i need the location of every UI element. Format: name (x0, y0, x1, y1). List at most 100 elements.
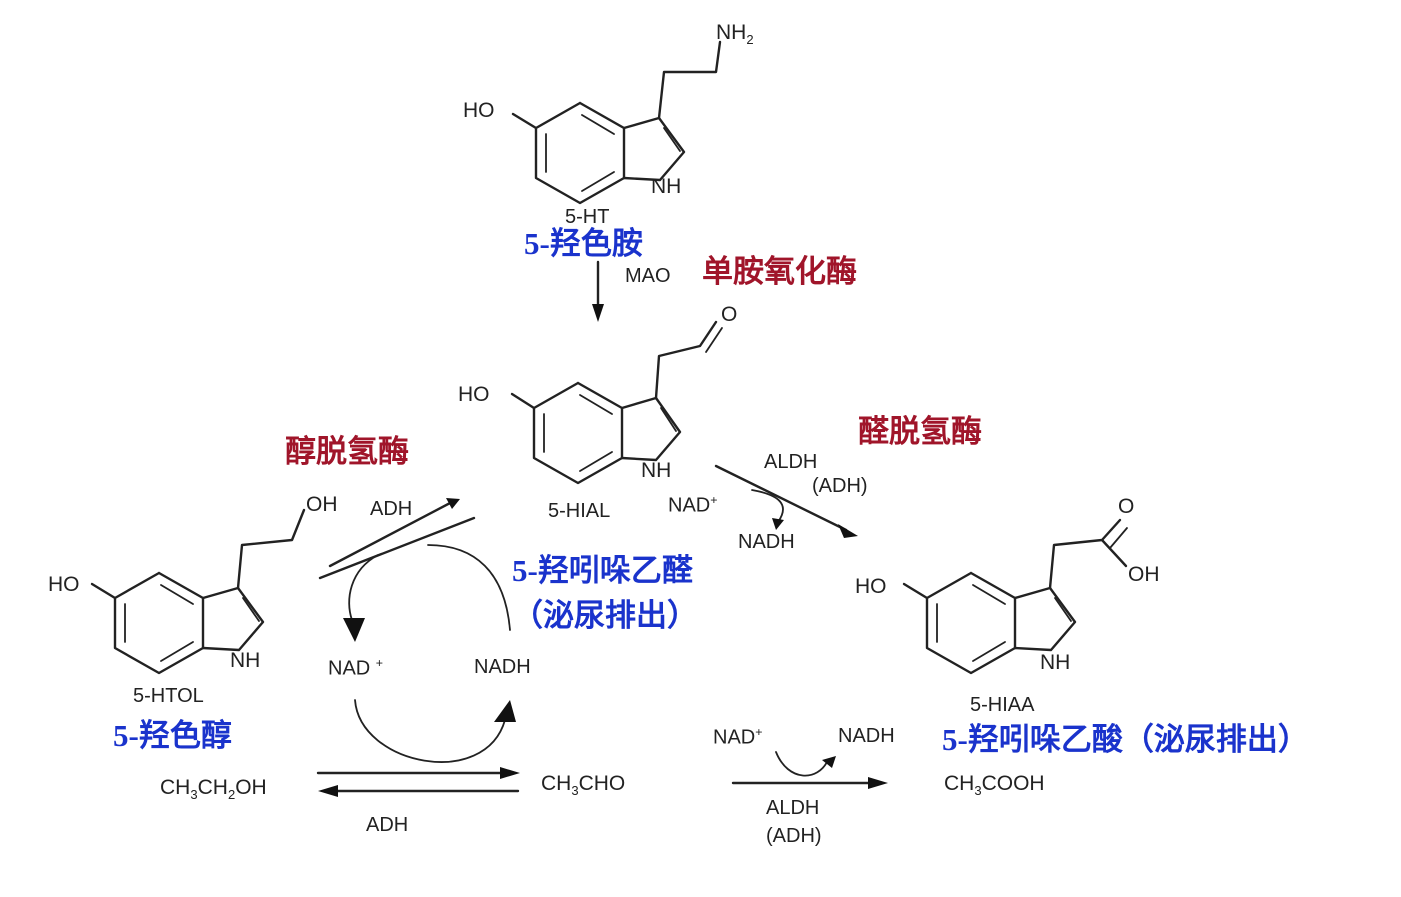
mao-arrow-head (592, 304, 604, 322)
hiaa-structure (902, 518, 1128, 675)
serotonin-code: 5-HT (565, 206, 610, 228)
aldh-top-nad: NAD+ (668, 494, 717, 516)
ho-bond (90, 582, 117, 600)
pyrrole-ring-bonds (620, 396, 682, 462)
aldh-cn-name: 醛脱氢酶 (858, 414, 982, 449)
ethanol-p3: OH (235, 776, 267, 799)
ho-bond (511, 112, 538, 130)
serotonin-cn-name: 5-羟色胺 (524, 226, 643, 261)
acetic-p2: COOH (981, 772, 1045, 795)
aldh-bottom-abbr: ALDH (766, 797, 820, 819)
cofactor-cycle-arc-right (427, 544, 511, 631)
acetic-acid-chain (1048, 518, 1122, 590)
hial-cn-note: （泌尿排出） (512, 598, 698, 633)
hial-code: 5-HIAL (548, 500, 611, 522)
htol-cn-name: 5-羟色醇 (113, 718, 232, 753)
ethanol-forward-arrow-head (500, 767, 520, 779)
amine-nh: NH (716, 21, 747, 44)
inner-double-bond (972, 584, 1006, 605)
ethanol-p2: CH (197, 776, 228, 799)
mao-cn-name: 单胺氧化酶 (702, 254, 857, 289)
nad-text: NAD (713, 726, 756, 749)
hial-o-label: O (721, 303, 738, 326)
aldh-bottom-cofactor-head (822, 756, 836, 768)
inner-double-bond (972, 641, 1006, 662)
ethylamine-chain (657, 40, 722, 120)
ethanol-s1: 3 (190, 787, 198, 803)
pyrrole-ring-bonds (201, 586, 265, 652)
adh-bottom-abbr: ADH (366, 814, 409, 836)
inner-double-bond (581, 171, 615, 192)
benzene-ring-bonds (925, 571, 1017, 675)
aldh-arrow-line (714, 464, 848, 532)
hiaa-code: 5-HIAA (970, 694, 1035, 716)
ho-bond (902, 582, 929, 600)
nad-text: NAD (668, 494, 711, 517)
pyrrole-double-bond (660, 407, 677, 432)
acetaldehyde-formula: CH3CHO (541, 773, 625, 797)
ethanol-reverse-arrow-head (318, 785, 338, 797)
ho-bond (510, 392, 536, 410)
pyrrole-double-bond (663, 127, 681, 152)
aldh-cofactor-curve (751, 489, 784, 523)
inner-double-bond (160, 641, 194, 662)
cycle-nad: NAD + (328, 657, 383, 679)
acetic-s1: 3 (974, 783, 982, 799)
ethanol-formula: CH3CH2OH (160, 777, 267, 801)
hial-ho-label: HO (458, 383, 490, 406)
cofactor-cycle-arc-left (348, 554, 379, 621)
serotonin-amine-label: NH2 (716, 22, 754, 46)
htol-nh-label: NH (230, 649, 261, 672)
acetaldehyde-p1: CH (541, 772, 572, 795)
mao-abbr: MAO (625, 265, 671, 287)
pyrrole-ring-bonds (622, 116, 686, 182)
acetic-p1: CH (944, 772, 975, 795)
hiaa-o-label: O (1118, 495, 1135, 518)
nad-plus: + (375, 656, 384, 670)
inner-double-bond (579, 451, 613, 472)
cofactor-cycle-arc-bottom (354, 699, 506, 763)
serotonin-nh-label: NH (651, 175, 682, 198)
amine-subscript: 2 (746, 32, 754, 48)
htol-ho-label: HO (48, 573, 80, 596)
ethanol-chain (236, 508, 306, 590)
acetaldehyde-s1: 3 (571, 783, 579, 799)
adh-forward-arrow-line (328, 500, 454, 568)
nad-arrow-head (343, 618, 365, 642)
htol-structure (90, 508, 306, 675)
inner-double-bond (579, 394, 613, 415)
nad-text: NAD (328, 657, 371, 680)
pyrrole-double-bond (1054, 597, 1072, 622)
aldh-bottom-nadh: NADH (838, 725, 895, 747)
aldh-arrow-head (838, 524, 858, 538)
adh-reverse-arrow-line (318, 516, 476, 580)
adh-forward-arrow-head (446, 498, 460, 509)
hiaa-ho-label: HO (855, 575, 887, 598)
nad-plus: + (710, 493, 718, 507)
adh-cn-name: 醇脱氢酶 (285, 434, 409, 469)
hiaa-cn-name: 5-羟吲哚乙酸（泌尿排出） (942, 722, 1309, 757)
pyrrole-double-bond (242, 597, 260, 622)
acetaldehyde-p2: CHO (578, 772, 626, 795)
hial-structure (510, 320, 723, 485)
nad-plus: + (755, 725, 763, 739)
acetaldehyde-arrow-head (868, 777, 888, 789)
hial-nh-label: NH (641, 459, 672, 482)
aldh-top-nadh: NADH (738, 531, 795, 553)
hial-cn-name: 5-羟吲哚乙醛 (512, 553, 693, 588)
aldh-top-abbr: ALDH (764, 451, 818, 473)
benzene-ring-bonds (534, 101, 626, 205)
nadh-arrow-head (494, 700, 516, 722)
aldh-bottom-nad: NAD+ (713, 726, 762, 748)
aldh-bottom-alt: (ADH) (766, 825, 822, 847)
carboxyl-oh-bond (1100, 538, 1128, 568)
htol-code: 5-HTOL (133, 685, 204, 707)
aldh-bottom-cofactor-curve (775, 751, 829, 777)
ethanol-p1: CH (160, 776, 191, 799)
aldh-top-alt: (ADH) (812, 475, 868, 497)
ethanol-s2: 2 (227, 787, 236, 803)
benzene-ring-bonds (113, 571, 205, 675)
serotonin-ho-label: HO (463, 99, 495, 122)
benzene-ring-bonds (532, 381, 624, 485)
